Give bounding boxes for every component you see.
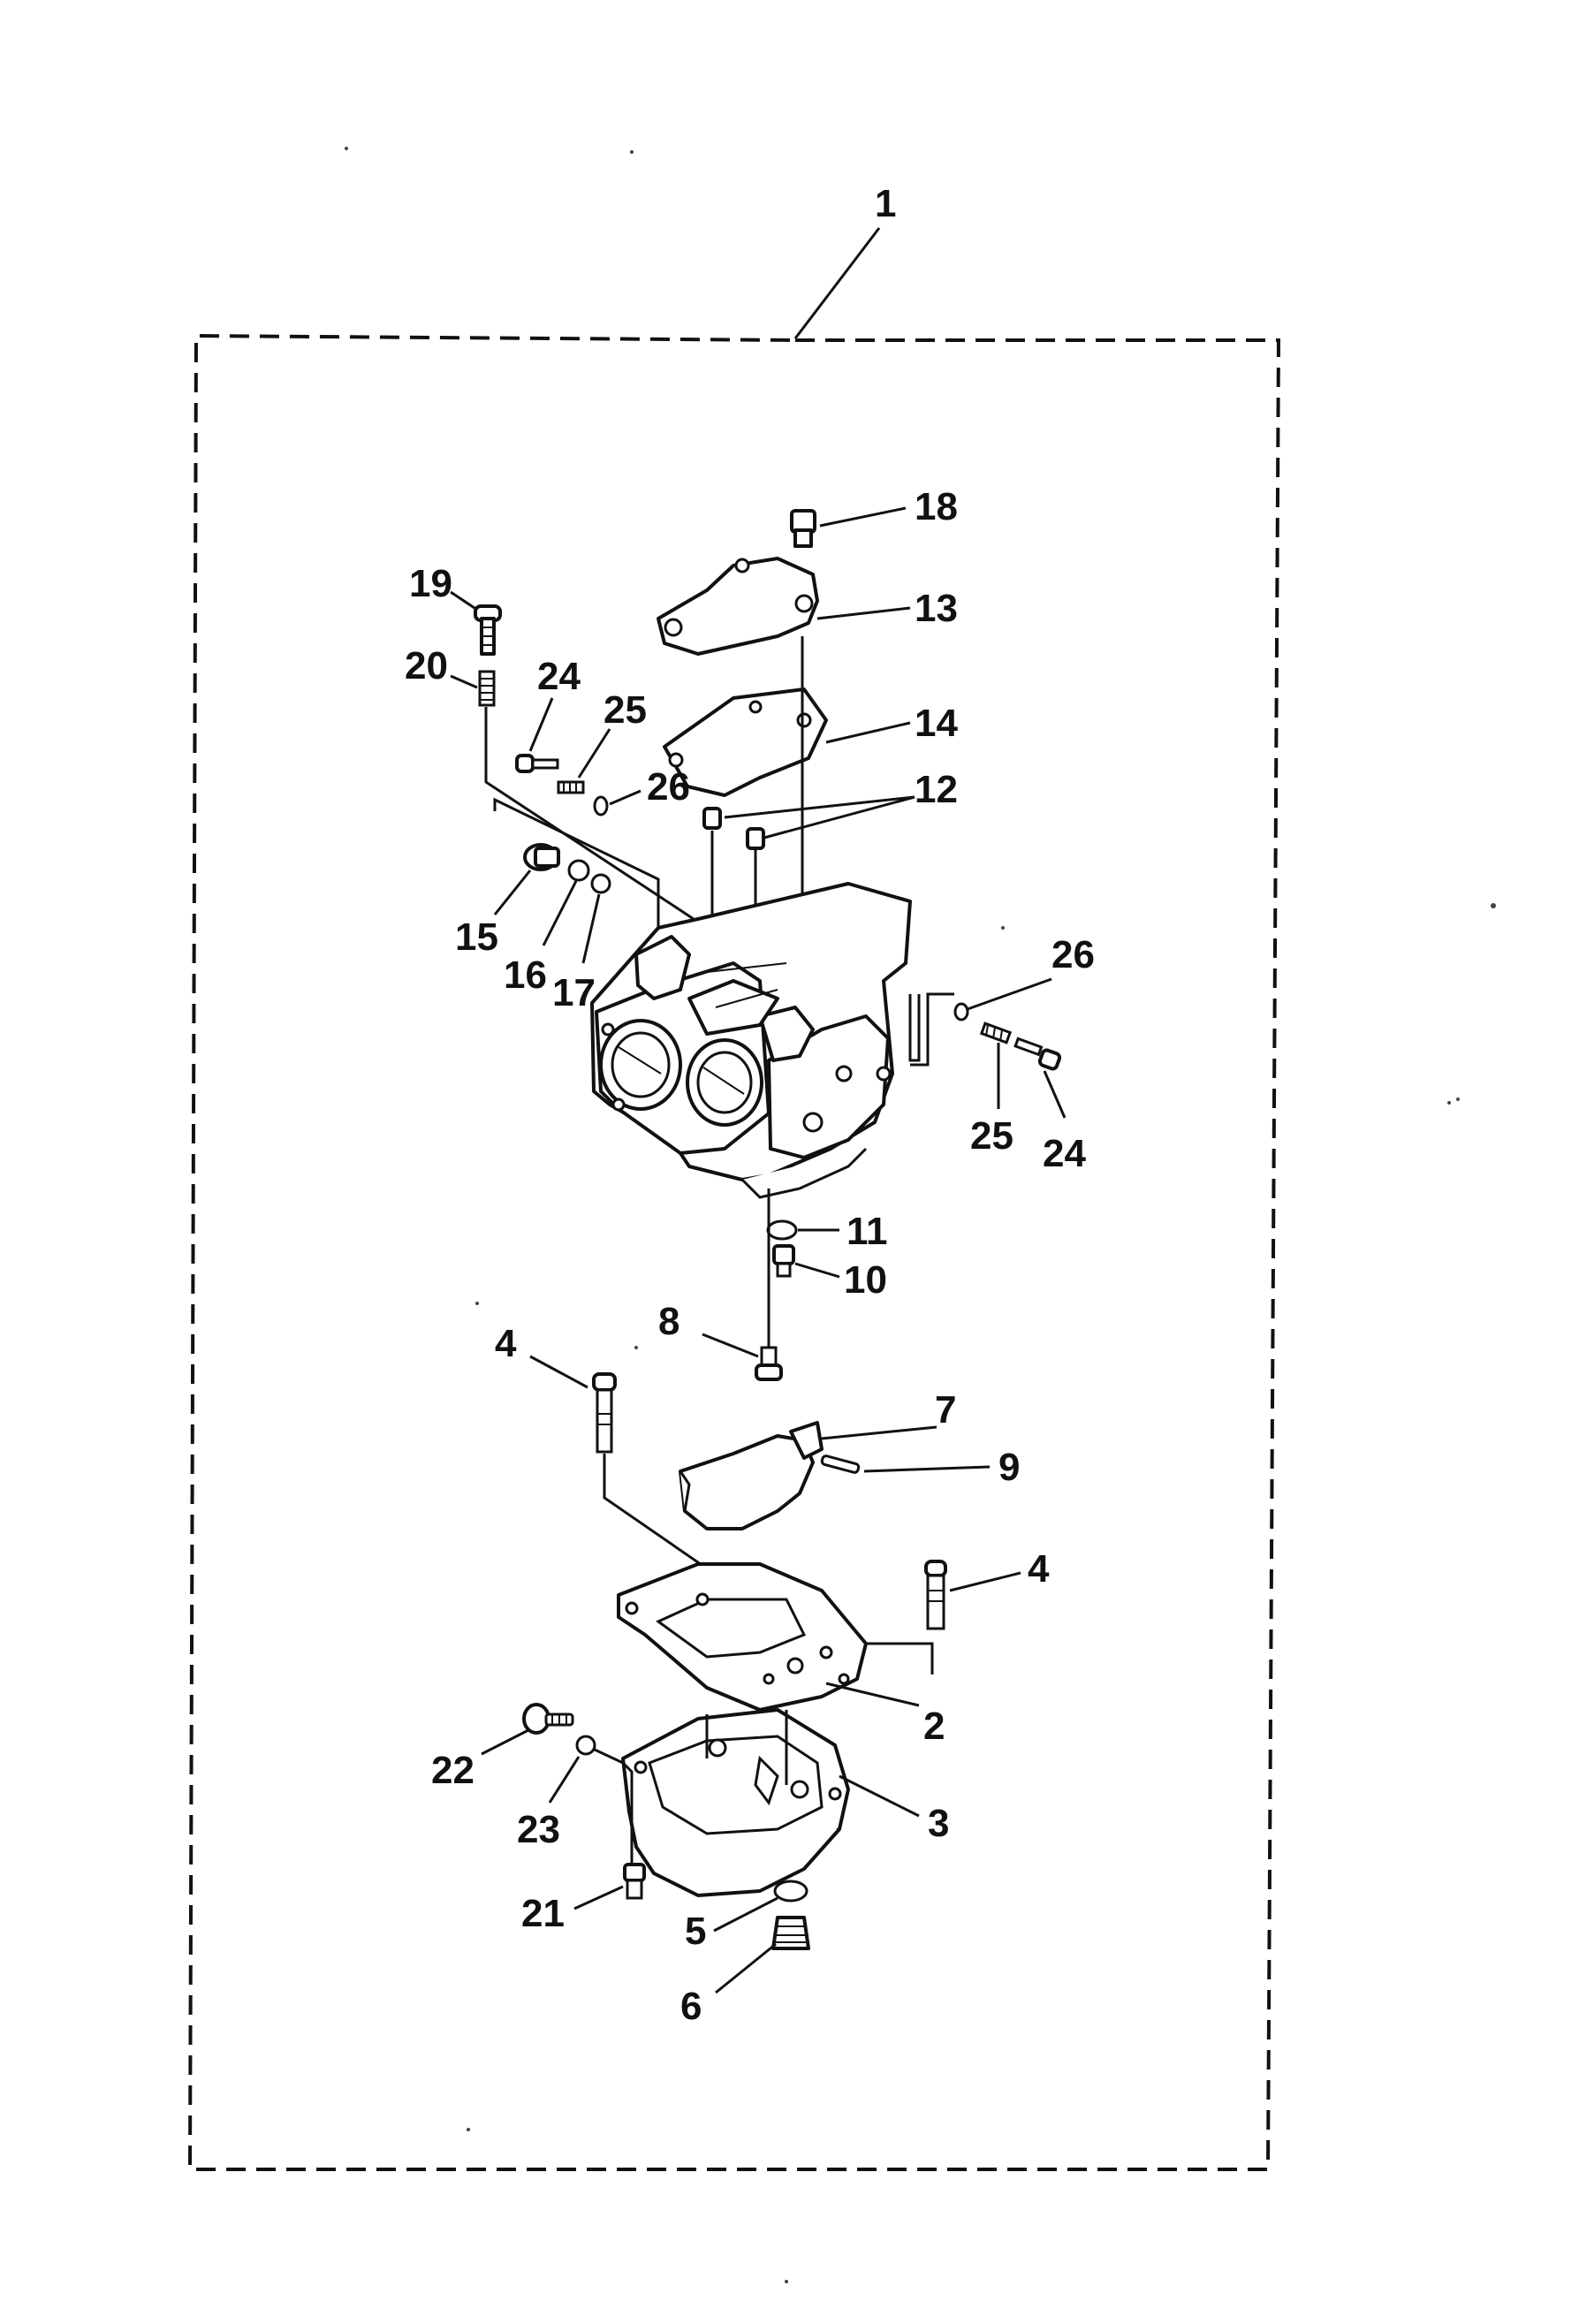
main-jet-part-10 [772, 1244, 795, 1278]
float-chamber-gasket-part-2 [617, 1562, 868, 1712]
callout-13: 13 [915, 587, 958, 630]
callout-8: 8 [658, 1300, 679, 1343]
throttle-stop-screw-part-24-right [1013, 1037, 1062, 1071]
callout-1-leader [793, 227, 881, 339]
gasket-part-11 [766, 1219, 798, 1241]
carburetor-body [590, 882, 921, 1199]
float-needle-valve-part-4-right [924, 1560, 947, 1630]
plug-part-15 [523, 843, 560, 871]
callout-25-left: 25 [604, 688, 647, 732]
callout-12: 12 [915, 768, 958, 811]
scan-specks [345, 147, 1496, 2283]
float-pin-part-9 [820, 1454, 861, 1474]
spring-part-20 [478, 670, 496, 707]
callout-15: 15 [455, 915, 498, 959]
callout-labels: 1 18 13 19 20 24 25 14 26 12 15 16 17 26… [405, 182, 1095, 2028]
callout-26-right: 26 [1051, 933, 1095, 976]
pilot-jets-part-12 [702, 807, 765, 850]
screw-part-22 [522, 1703, 574, 1735]
washer-part-16 [567, 859, 590, 882]
callout-18: 18 [915, 485, 958, 528]
callout-2: 2 [923, 1705, 945, 1748]
callout-24-left: 24 [537, 655, 581, 698]
o-ring-part-26-right [953, 1002, 969, 1021]
callout-20: 20 [405, 644, 448, 687]
float-part-7 [679, 1434, 815, 1530]
callout-14: 14 [915, 702, 958, 745]
pilot-screw-part-19 [474, 604, 502, 656]
callout-4-right: 4 [1028, 1547, 1050, 1591]
callout-16: 16 [504, 953, 547, 997]
o-ring-part-26-left [593, 795, 609, 816]
callout-7: 7 [935, 1388, 956, 1432]
diaphragm-gasket-part-14 [663, 687, 828, 797]
callout-23: 23 [517, 1808, 560, 1851]
callout-11: 11 [846, 1210, 888, 1253]
drain-screw-part-21 [623, 1863, 646, 1900]
gasket-part-5 [773, 1880, 808, 1902]
callout-24-right: 24 [1043, 1132, 1086, 1175]
screw-part-8 [755, 1346, 783, 1381]
callout-19: 19 [409, 562, 452, 605]
callout-6: 6 [680, 1985, 702, 2028]
callout-3: 3 [928, 1802, 949, 1845]
float-needle-valve-part-4-left [592, 1372, 617, 1454]
o-ring-part-17 [590, 873, 611, 894]
diaphragm-cover-part-13 [657, 557, 819, 656]
callout-4-left: 4 [495, 1322, 517, 1365]
assembly-boundary-frame [187, 333, 1281, 2171]
callout-22: 22 [431, 1749, 474, 1792]
drain-plug-part-6 [771, 1916, 810, 1950]
spring-part-25-left [557, 780, 585, 794]
callout-9: 9 [998, 1446, 1020, 1489]
callout-21: 21 [521, 1892, 565, 1935]
callout-17: 17 [552, 971, 596, 1014]
callout-26-left: 26 [647, 765, 690, 809]
spring-part-25-right [979, 1021, 1013, 1044]
callout-1: 1 [875, 182, 896, 225]
washer-part-23 [575, 1735, 596, 1756]
cover-screw-part-18 [790, 509, 816, 548]
callout-10: 10 [844, 1258, 887, 1302]
callout-25-right: 25 [970, 1114, 1013, 1158]
float-bowl-part-3 [621, 1708, 850, 1897]
callout-5: 5 [685, 1910, 706, 1953]
throttle-stop-screw-part-24-left [515, 754, 559, 773]
